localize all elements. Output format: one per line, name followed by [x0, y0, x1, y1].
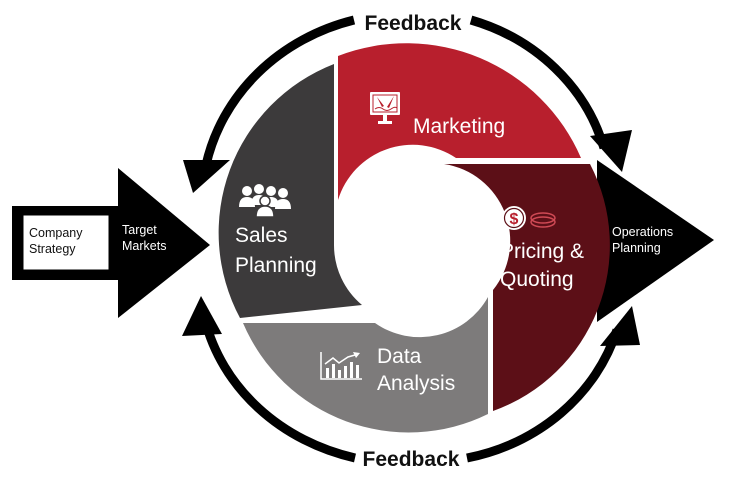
pricing-quoting-label: Pricing & Quoting [500, 240, 590, 291]
feedback-arc-top-right [469, 15, 609, 150]
feedback-arrowhead-bottom-left [182, 296, 222, 336]
svg-text:$: $ [510, 211, 519, 228]
people-group-icon [239, 184, 291, 218]
marketing-label: Marketing [413, 115, 505, 138]
target-markets-label: Target Markets [122, 223, 166, 253]
segment-pricing-quoting [444, 164, 610, 411]
feedback-label-bottom: Feedback [363, 448, 460, 471]
feedback-arrowhead-top-right [590, 130, 632, 172]
feedback-arc-bottom-left [200, 318, 356, 463]
output-arrow [597, 160, 714, 322]
feedback-arc-top-left [201, 15, 356, 166]
company-strategy-box [22, 214, 110, 271]
bar-chart-trend-icon [320, 352, 362, 380]
feedback-arrowhead-top-left [183, 160, 230, 193]
easel-pen-icon [370, 92, 400, 124]
company-strategy-label: Company Strategy [29, 226, 86, 256]
input-arrow [12, 168, 210, 318]
feedback-arrowhead-bottom-right [600, 306, 640, 346]
feedback-label-top: Feedback [365, 12, 462, 35]
feedback-arc-bottom-right [466, 328, 622, 463]
dollar-coins-icon: $ [502, 206, 556, 230]
segment-marketing [338, 43, 581, 200]
segment-data-analysis [243, 297, 488, 433]
operations-planning-label: Operations Planning [612, 225, 677, 255]
data-analysis-label: Data Analysis [377, 345, 455, 395]
segment-sales-planning [218, 64, 362, 318]
sales-planning-label: Sales Planning [235, 224, 317, 277]
